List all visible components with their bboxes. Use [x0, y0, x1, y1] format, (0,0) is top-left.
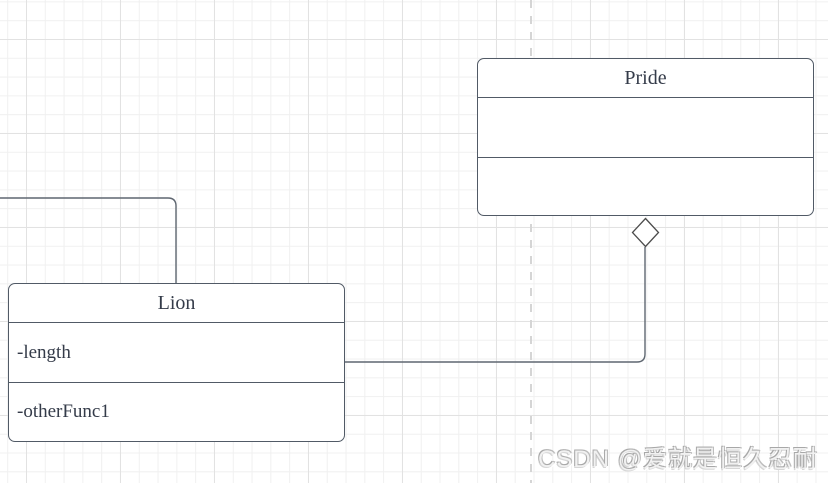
attribute-length: -length	[17, 341, 71, 363]
pride-attributes-section	[478, 98, 813, 158]
class-box-lion[interactable]: Lion -length -otherFunc1	[8, 283, 345, 442]
class-title-pride: Pride	[478, 59, 813, 98]
method-otherfunc1: -otherFunc1	[17, 401, 110, 422]
aggregation-diamond-icon[interactable]	[631, 217, 660, 248]
class-title-lion: Lion	[9, 284, 344, 323]
aggregation-edge[interactable]	[345, 247, 646, 363]
csdn-watermark: CSDN @爱就是恒久忍耐	[537, 446, 818, 473]
association-edge[interactable]	[0, 197, 177, 283]
lion-methods-section: -otherFunc1	[9, 383, 344, 441]
pride-methods-section	[478, 158, 813, 215]
class-name-label: Pride	[624, 66, 667, 89]
class-name-label: Lion	[157, 291, 196, 314]
lion-attributes-section: -length	[9, 323, 344, 383]
class-box-pride[interactable]: Pride	[477, 58, 814, 216]
